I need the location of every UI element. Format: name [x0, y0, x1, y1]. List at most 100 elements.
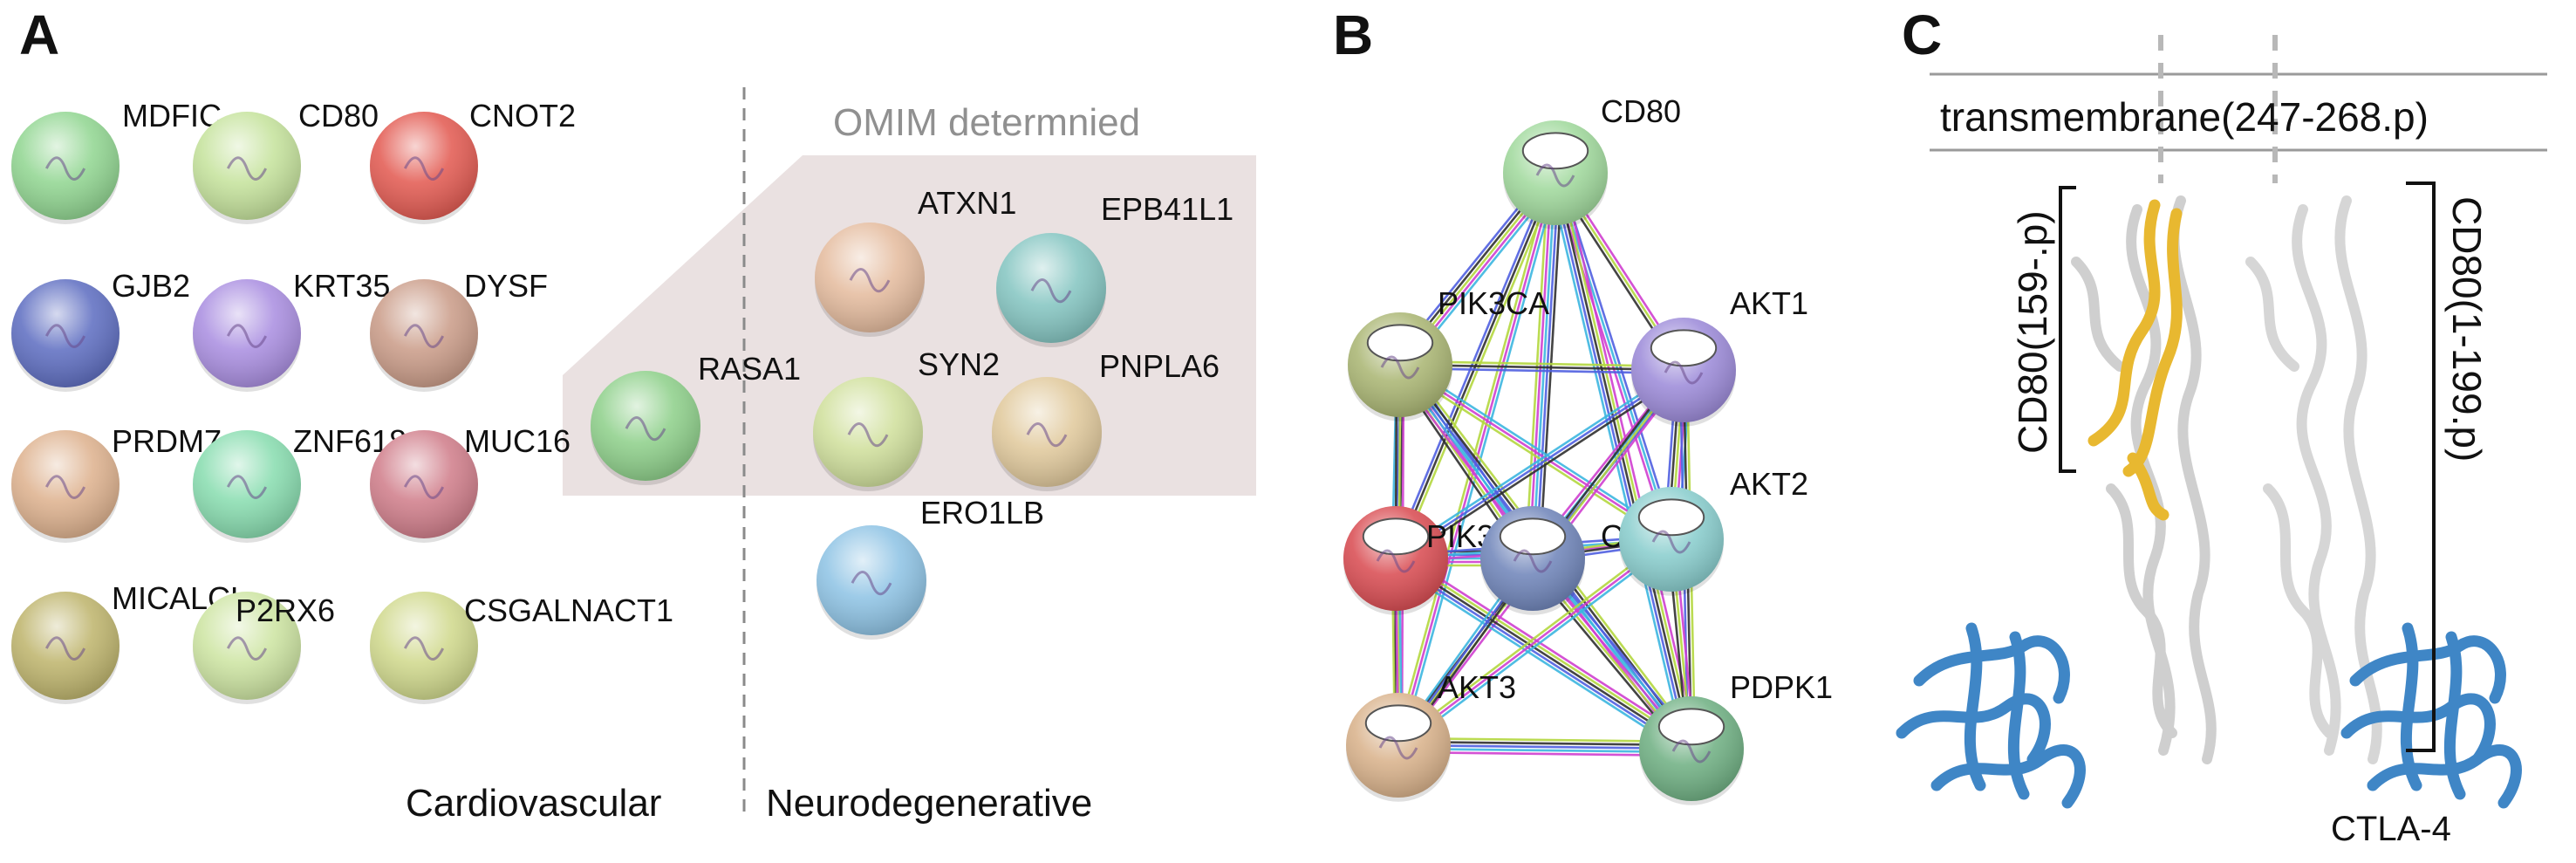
- neuro-node-pnpla6: PNPLA6: [992, 348, 1220, 492]
- node-structure: [1671, 739, 1712, 764]
- network-edge: [1397, 360, 1674, 544]
- node-structure: [226, 324, 268, 348]
- network-edge-line: [1554, 172, 1693, 750]
- node-structure: [226, 636, 268, 661]
- node-structure: [847, 422, 889, 448]
- node-structure: [1513, 549, 1553, 573]
- node-structure: [1030, 278, 1072, 304]
- network-node-akt3: AKT3: [1346, 669, 1516, 802]
- cardio-node-cd80: CD80: [193, 98, 379, 224]
- network-edge-line: [1399, 541, 1675, 750]
- panel-a-letter: A: [19, 3, 59, 66]
- network-node-pik3r3: PIK3R3: [1343, 506, 1534, 615]
- network-edge-line: [1538, 173, 1564, 559]
- network-edge-line: [1550, 173, 1690, 750]
- panel-c-letter: C: [1902, 3, 1942, 66]
- cardio-node-mdfic: MDFIC: [11, 98, 222, 224]
- ctla4-ribbon-right: [2340, 622, 2522, 809]
- network-edge-line: [1531, 172, 1557, 559]
- node-structure: [1535, 163, 1575, 188]
- network-node-akt2: AKT2: [1619, 466, 1808, 596]
- node-label: CD80: [298, 98, 379, 134]
- node-opening: [1650, 329, 1718, 367]
- node-label: P2RX6: [236, 592, 335, 628]
- node-label: PDPK1: [1730, 669, 1833, 705]
- node-structure: [851, 571, 892, 596]
- neuro-node-epb41l1: EPB41L1: [996, 191, 1233, 348]
- network-edge-line: [1390, 563, 1689, 756]
- right-domain-bracket: [2406, 182, 2436, 752]
- node-structure: [1378, 736, 1418, 760]
- network-edge-line: [1397, 554, 1694, 747]
- node-structure: [1651, 530, 1691, 554]
- network-node-pik3ca: PIK3CA: [1348, 285, 1549, 421]
- network-edge: [1390, 551, 1697, 756]
- panel-b: B CD80PIK3CAAKT1PIK3R3CDC42AKT2AKT3PDPK1: [1333, 3, 1833, 805]
- node-label: AKT1: [1730, 285, 1808, 321]
- node-structure: [1380, 355, 1420, 380]
- node-opening: [1499, 517, 1567, 556]
- cd80-dimer-structure: [1896, 195, 2522, 809]
- network-edge-line: [1527, 172, 1554, 558]
- node-label: SYN2: [918, 346, 1000, 382]
- network-edge-line: [1393, 366, 1683, 557]
- node-structure: [403, 636, 445, 661]
- network-edge-line: [1395, 535, 1671, 743]
- omim-label: OMIM determnied: [833, 101, 1140, 144]
- cardio-node-p2rx6: P2RX6: [193, 592, 335, 704]
- node-label: KRT35: [293, 268, 390, 304]
- right-domain-label: CD80(1-199.p): [2444, 196, 2490, 462]
- node-structure: [403, 475, 445, 499]
- node-label: CD80: [1601, 93, 1681, 129]
- panel-c: C transmembrane(247-268.p): [1896, 3, 2547, 848]
- network-edge-line: [1554, 172, 1673, 540]
- node-label: RASA1: [698, 351, 801, 387]
- network-node-cd80: CD80: [1503, 93, 1681, 229]
- cardio-node-krt35: KRT35: [193, 268, 390, 392]
- left-domain-label: CD80(159-.p): [2010, 210, 2055, 454]
- node-structure: [849, 268, 891, 293]
- node-structure: [403, 324, 445, 348]
- neuro-node-atxn1: ATXN1: [815, 185, 1016, 338]
- node-opening: [1366, 324, 1434, 362]
- cardio-category-label: Cardiovascular: [406, 782, 661, 825]
- node-label: AKT2: [1730, 466, 1808, 502]
- network-edge-line: [1398, 551, 1697, 744]
- cardio-node-znf618: ZNF618: [193, 423, 407, 543]
- node-structure: [44, 475, 86, 499]
- network-node-akt1: AKT1: [1631, 285, 1808, 427]
- network-edge-line: [1550, 173, 1670, 541]
- ctla4-label: CTLA-4: [2331, 810, 2451, 848]
- node-structure: [44, 324, 86, 348]
- network-nodes: CD80PIK3CAAKT1PIK3R3CDC42AKT2AKT3PDPK1: [1343, 93, 1833, 805]
- cardio-node-gjb2: GJB2: [11, 268, 190, 392]
- network-edges: [1390, 168, 1700, 757]
- network-edge-line: [1557, 171, 1697, 749]
- node-label: GJB2: [112, 268, 190, 304]
- node-label: PNPLA6: [1099, 348, 1220, 384]
- node-opening: [1521, 132, 1589, 170]
- network-edge-line: [1401, 360, 1674, 538]
- node-structure: [1664, 360, 1704, 385]
- node-structure: [44, 636, 86, 661]
- network-edge: [1393, 366, 1686, 563]
- network-edge-line: [1393, 560, 1691, 753]
- left-domain-bracket: [2059, 186, 2076, 473]
- node-label: CSGALNACT1: [464, 592, 673, 628]
- node-label: AKT3: [1438, 669, 1516, 705]
- node-label: PIK3CA: [1438, 285, 1549, 321]
- network-edge-line: [1395, 557, 1692, 750]
- neuro-node-rasa1: RASA1: [591, 351, 801, 486]
- node-structure: [1376, 549, 1416, 573]
- network-edge-line: [1524, 172, 1550, 558]
- node-opening: [1637, 498, 1705, 537]
- network-edge: [1524, 172, 1564, 559]
- node-label: MDFIC: [122, 98, 222, 134]
- network-edge-line: [1391, 170, 1554, 558]
- panel-b-letter: B: [1333, 3, 1373, 66]
- node-label: CNOT2: [469, 98, 576, 134]
- node-label: EPB41L1: [1101, 191, 1233, 227]
- network-edge: [1550, 171, 1677, 541]
